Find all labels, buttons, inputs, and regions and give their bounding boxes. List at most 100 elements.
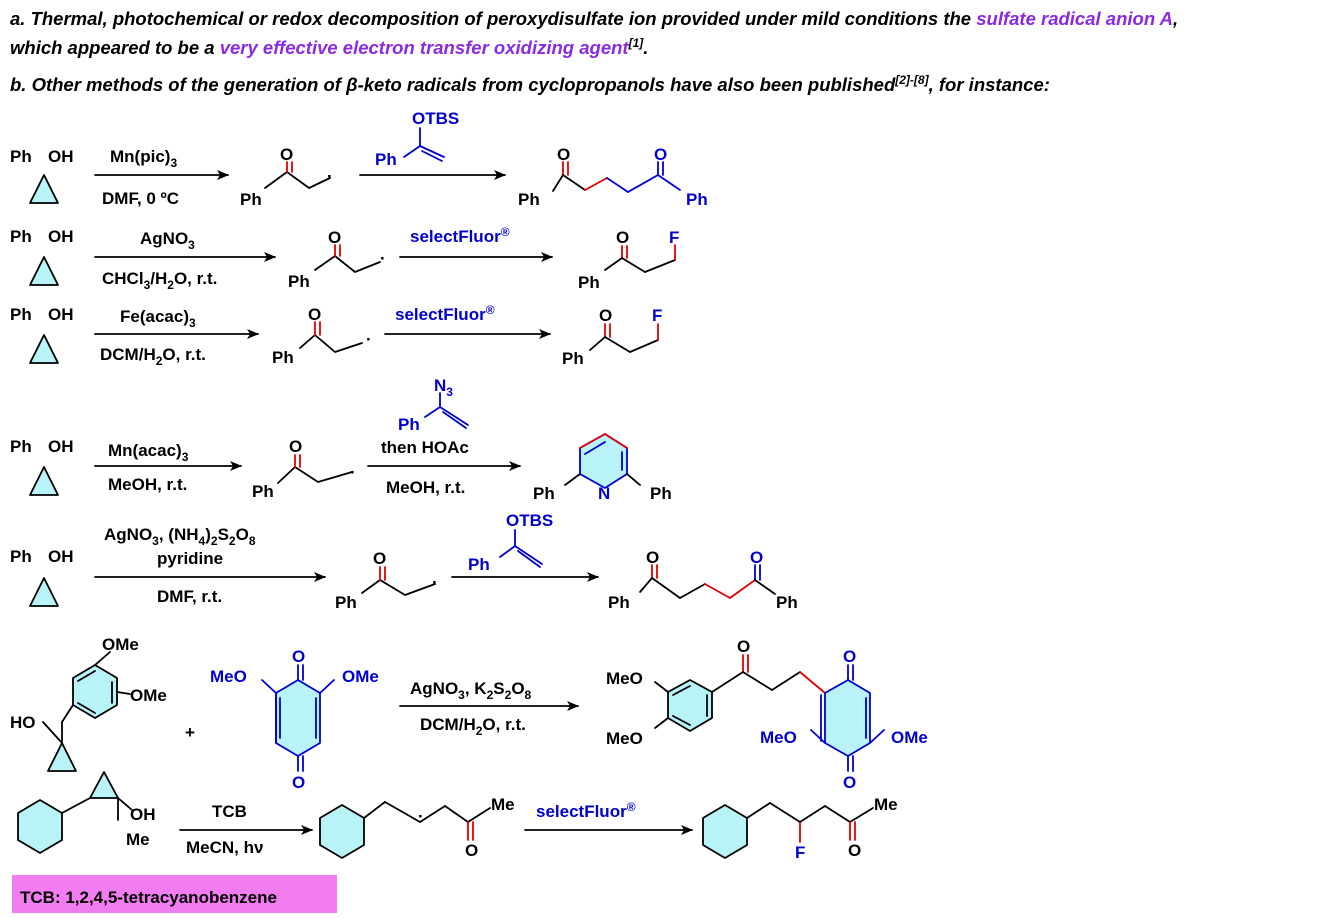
row5-product-diketone bbox=[639, 564, 776, 599]
footnote-tcb: TCB: 1,2,4,5-tetracyanobenzene bbox=[20, 888, 277, 907]
row5-otbs: OTBS bbox=[506, 511, 553, 530]
note-a-end: . bbox=[643, 37, 649, 58]
row5-radical bbox=[361, 566, 436, 596]
note-a-line2: which appeared to be a very effective el… bbox=[10, 37, 648, 59]
row3-selectfluor: selectFluor® bbox=[395, 303, 495, 324]
note-b-end: , for instance: bbox=[928, 74, 1050, 95]
row6-product-quinone-ome: OMe bbox=[891, 728, 928, 747]
note-a-ref: [1] bbox=[628, 35, 644, 50]
row6-ome-side: OMe bbox=[130, 686, 167, 705]
row4-radical-dot: · bbox=[350, 463, 356, 482]
row7-product-o: O bbox=[848, 841, 861, 860]
row7-reagent-above: TCB bbox=[212, 802, 247, 821]
row4-pyridine-ph1: Ph bbox=[533, 484, 555, 503]
row3-fluoroketone bbox=[589, 323, 659, 353]
row3-condition-below: DCM/H2O, r.t. bbox=[100, 345, 206, 368]
row2-radical-o: O bbox=[328, 228, 341, 247]
row1-cyclopropanol bbox=[29, 174, 59, 204]
row7-oh: OH bbox=[130, 805, 156, 824]
row7-condition-below: MeCN, hν bbox=[186, 838, 263, 857]
row6-quinone-o-top: O bbox=[292, 647, 305, 666]
row5-cyclopropanol bbox=[29, 577, 59, 607]
row5-reagent-ph: Ph bbox=[468, 555, 490, 574]
row5-reagent-above: AgNO3, (NH4)2S2O8 bbox=[104, 525, 256, 548]
row5-reagent-above2: pyridine bbox=[157, 549, 223, 568]
row6-product-quinone-o-bottom: O bbox=[843, 773, 856, 792]
row5-product-ph2: Ph bbox=[776, 593, 798, 612]
row1-product-o1: O bbox=[557, 145, 570, 164]
row5-product-o1: O bbox=[646, 548, 659, 567]
row1-silyl-enol-ether bbox=[403, 127, 445, 162]
row6-ome-top: OMe bbox=[102, 635, 139, 654]
row5-oh: OH bbox=[48, 547, 74, 566]
row1-oh: OH bbox=[48, 147, 74, 166]
row2-reagent-above: AgNO3 bbox=[140, 229, 195, 252]
row6-quinone bbox=[261, 664, 335, 772]
row4-cyclopropanol bbox=[29, 466, 59, 496]
row7-product-me: Me bbox=[874, 795, 898, 814]
note-b-prefix: b. Other methods of the generation of bbox=[10, 74, 347, 95]
row2-radical-dot: · bbox=[380, 249, 386, 268]
row6-quinone-o-bottom: O bbox=[292, 773, 305, 792]
row1-product-ph2: Ph bbox=[686, 190, 708, 209]
note-b-beta: β bbox=[346, 74, 358, 95]
footnote-box bbox=[12, 875, 337, 913]
row3-radical-o: O bbox=[308, 305, 321, 324]
row5-silyl-enol-ether bbox=[499, 529, 543, 568]
row3-reagent-above: Fe(acac)3 bbox=[120, 307, 196, 330]
row1-product-diketone bbox=[552, 161, 681, 193]
row7-product-f: F bbox=[795, 843, 805, 862]
row6-ho: HO bbox=[10, 713, 36, 732]
row2-fluoroketone bbox=[604, 244, 676, 273]
note-a-prefix: a. Thermal, photochemical or redox decom… bbox=[10, 8, 977, 29]
row1-radical-dot: · bbox=[327, 167, 333, 186]
note-a-highlight-oxidizing-agent: very effective electron transfer oxidizi… bbox=[219, 37, 629, 58]
row1-reagent-above: Mn(pic)3 bbox=[110, 147, 177, 170]
row5-product-ph1: Ph bbox=[608, 593, 630, 612]
row7-radical bbox=[319, 801, 491, 859]
row1-radical-o: O bbox=[280, 145, 293, 164]
row5-ph: Ph bbox=[10, 547, 32, 566]
row7-selectfluor: selectFluor® bbox=[536, 800, 636, 821]
row6-product-meo2: MeO bbox=[606, 729, 643, 748]
note-b-middle: -keto radicals from cyclopropanols have … bbox=[357, 74, 896, 95]
row4-radical-ph: Ph bbox=[252, 482, 274, 501]
row4-azide-n3: N3 bbox=[434, 376, 453, 399]
row1-radical-ph: Ph bbox=[240, 190, 262, 209]
row7-fluoroketone bbox=[702, 802, 874, 859]
row6-quinone-ome: OMe bbox=[342, 667, 379, 686]
row6-product bbox=[654, 654, 885, 772]
note-b-ref: [2]-[8] bbox=[895, 72, 929, 87]
note-a-line1: a. Thermal, photochemical or redox decom… bbox=[10, 8, 1178, 30]
row5-product-o2: O bbox=[750, 548, 763, 567]
row3-ph: Ph bbox=[10, 305, 32, 324]
row6-quinone-meo: MeO bbox=[210, 667, 247, 686]
row1-otbs: OTBS bbox=[412, 109, 459, 128]
row1-condition-below: DMF, 0 ºC bbox=[102, 189, 179, 208]
row6-aryl-cyclopropanol bbox=[42, 651, 131, 772]
row4-azide-ph: Ph bbox=[398, 415, 420, 434]
row4-oh: OH bbox=[48, 437, 74, 456]
row4-reagent-above: Mn(acac)3 bbox=[108, 441, 189, 464]
row3-product-f: F bbox=[652, 306, 662, 325]
row5-radical-ph: Ph bbox=[335, 593, 357, 612]
row2-condition-below: CHCl3/H2O, r.t. bbox=[102, 269, 217, 292]
row3-oh: OH bbox=[48, 305, 74, 324]
row2-ph: Ph bbox=[10, 227, 32, 246]
row3-radical-ph: Ph bbox=[272, 348, 294, 367]
row4-pyridine bbox=[564, 433, 641, 489]
row6-product-quinone-meo: MeO bbox=[760, 728, 797, 747]
row4-ph: Ph bbox=[10, 437, 32, 456]
row2-cyclopropanol bbox=[29, 256, 59, 286]
row1-radical bbox=[264, 161, 331, 189]
row1-reagent-ph: Ph bbox=[375, 150, 397, 169]
row3-product-o: O bbox=[599, 306, 612, 325]
row1-product-ph1: Ph bbox=[518, 190, 540, 209]
row6-product-quinone-o-top: O bbox=[843, 647, 856, 666]
row2-product-f: F bbox=[669, 228, 679, 247]
row7-me: Me bbox=[126, 830, 150, 849]
note-a-comma: , bbox=[1172, 8, 1179, 29]
row2-radical-ph: Ph bbox=[288, 272, 310, 291]
row2-product-o: O bbox=[616, 228, 629, 247]
row4-pyridine-ph2: Ph bbox=[650, 484, 672, 503]
